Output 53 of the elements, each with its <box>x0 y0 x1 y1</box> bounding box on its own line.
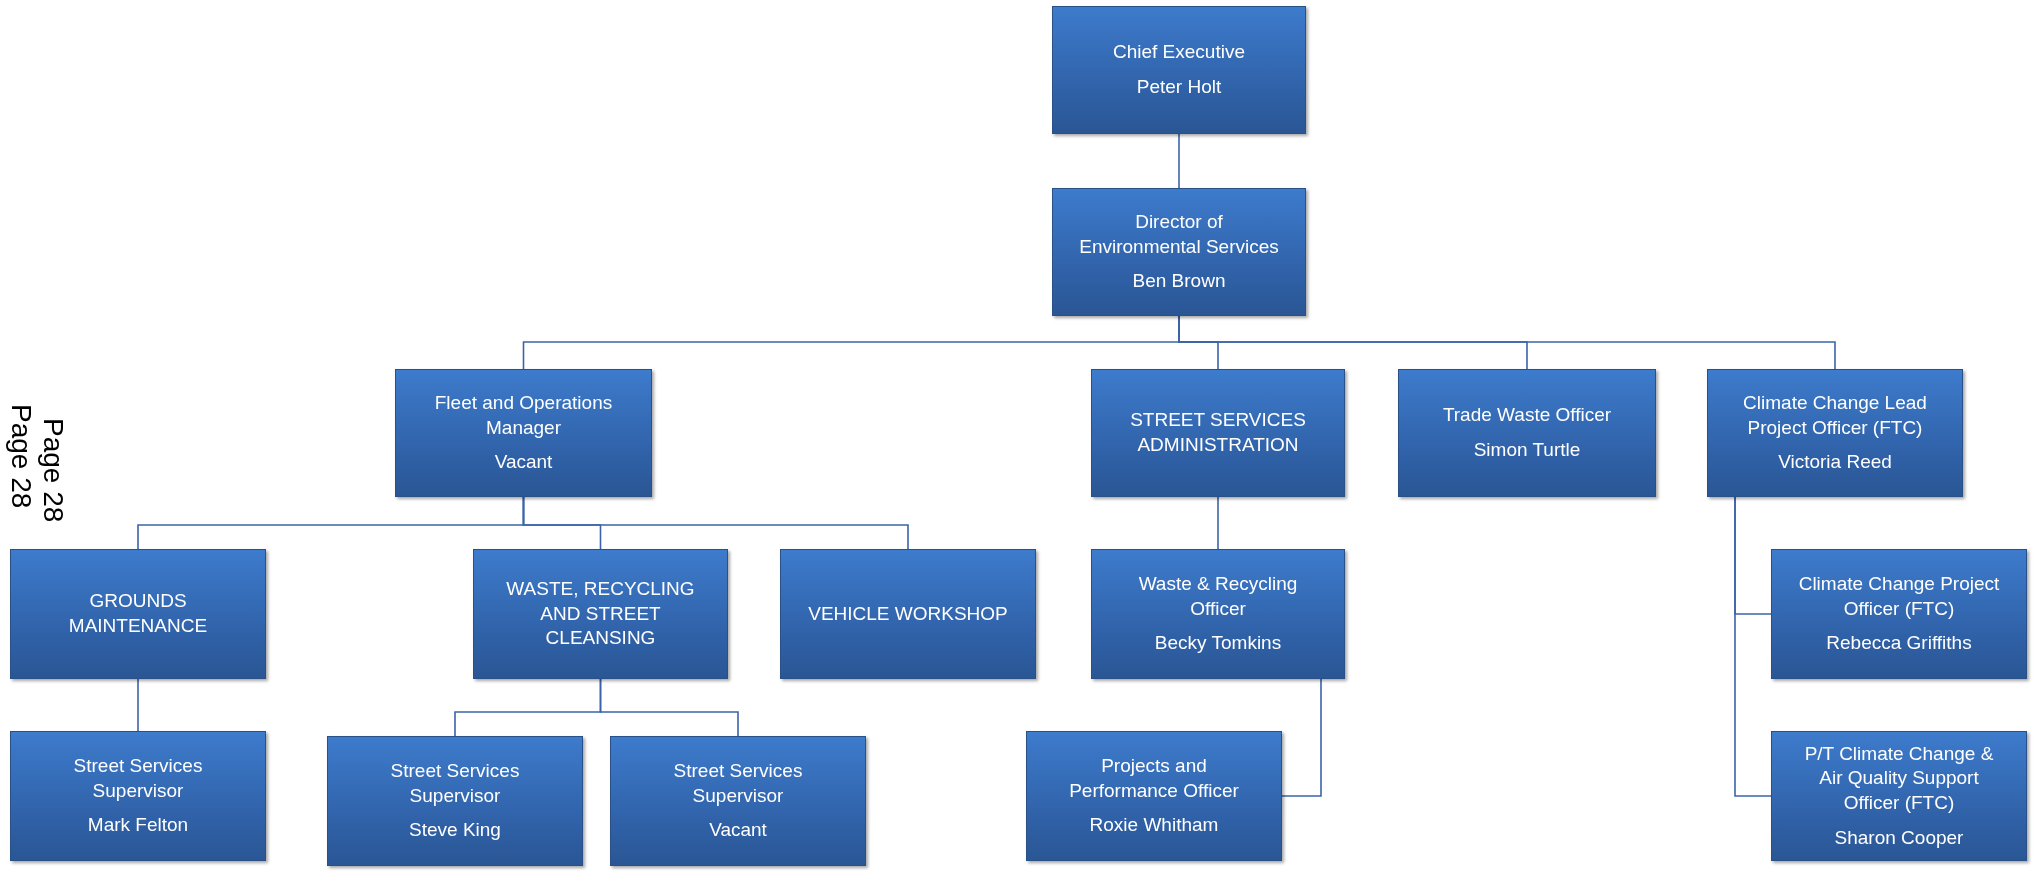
person-name: Sharon Cooper <box>1834 825 1964 850</box>
person-name: Vacant <box>709 818 767 843</box>
person-name: Rebecca Griffiths <box>1826 631 1972 656</box>
role-title: STREET SERVICES ADMINISTRATION <box>1129 408 1307 457</box>
org-chart-box <box>1771 731 2027 861</box>
org-chart-box <box>1026 731 1282 861</box>
org-chart-box <box>473 549 728 679</box>
role-title: GROUNDS MAINTENANCE <box>67 589 209 638</box>
org-chart-box <box>10 731 266 861</box>
person-name: Mark Felton <box>87 813 189 838</box>
role-title: Street Services Supervisor <box>389 758 521 808</box>
org-chart-box <box>10 549 266 679</box>
org-chart-box <box>1091 549 1345 679</box>
connector-line <box>599 678 739 737</box>
role-title: Director of Environmental Services <box>1078 209 1280 259</box>
org-chart-box <box>780 549 1036 679</box>
connector-line <box>137 678 139 732</box>
role-title: P/T Climate Change & Air Quality Support Officer (FTC) <box>1803 741 1995 815</box>
role-title: Climate Change Lead Project Officer (FTC) <box>1742 390 1928 440</box>
role-title: Climate Change Project Officer (FTC) <box>1797 571 2001 621</box>
org-chart-box <box>1707 369 1963 497</box>
role-title: Projects and Performance Officer <box>1068 753 1240 803</box>
role-title: WASTE, RECYCLING AND STREET CLEANSING <box>505 576 696 651</box>
connector-line <box>522 496 909 550</box>
person-name: Steve King <box>409 818 501 843</box>
org-chart-box <box>1052 6 1306 134</box>
person-name: Roxie Whitham <box>1089 813 1219 838</box>
person-name: Peter Holt <box>1136 75 1222 99</box>
person-name: Becky Tomkins <box>1154 631 1282 656</box>
org-chart-box <box>610 736 866 866</box>
role-title: Chief Executive <box>1113 40 1245 65</box>
org-chart-box <box>1091 369 1345 497</box>
role-title: VEHICLE WORKSHOP <box>808 601 1008 626</box>
page-number: Page 28 <box>38 418 68 523</box>
role-title: Trade Waste Officer <box>1442 403 1612 428</box>
person-name: Victoria Reed <box>1778 450 1892 475</box>
role-title: Street Services Supervisor <box>72 753 204 803</box>
role-title: Waste & Recycling Officer <box>1137 571 1299 621</box>
connector-line <box>1217 496 1219 550</box>
org-chart-box <box>395 369 652 497</box>
role-title: Fleet and Operations Manager <box>433 390 614 440</box>
org-chart-box <box>1771 549 2027 679</box>
page-number: Page 28 <box>6 404 36 509</box>
connector-line <box>1734 496 1772 797</box>
person-name: Vacant <box>494 450 553 475</box>
role-title: Street Services Supervisor <box>672 758 804 808</box>
org-chart-box <box>1052 188 1306 316</box>
connector-line <box>1281 678 1322 797</box>
person-name: Ben Brown <box>1132 269 1226 294</box>
person-name: Simon Turtle <box>1473 438 1581 462</box>
org-chart-box <box>327 736 583 866</box>
org-chart-box <box>1398 369 1656 497</box>
connector-line <box>1178 133 1180 189</box>
